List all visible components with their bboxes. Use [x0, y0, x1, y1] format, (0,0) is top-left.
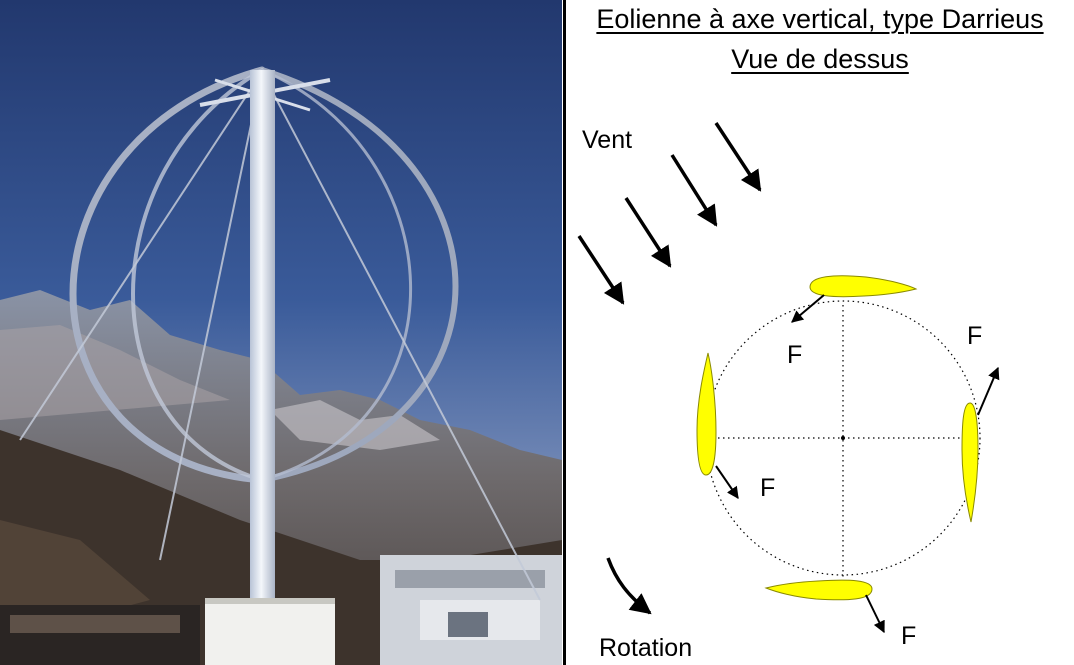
wind-arrow [714, 122, 762, 192]
rotor-center [841, 436, 845, 440]
turbine-base [205, 598, 335, 665]
wind-arrow [670, 154, 718, 227]
turbine-blades [69, 66, 459, 484]
turbine-mast [250, 70, 275, 610]
panel-divider [563, 0, 566, 665]
wind-arrow [624, 197, 672, 268]
rotation-label: Rotation [599, 634, 693, 662]
force-arrows [715, 294, 1000, 634]
rotation-arrow [606, 557, 652, 615]
darrieus-top-view-diagram: Eolienne à axe vertical, type Darrieus V… [566, 0, 1074, 665]
force-arrow-top [791, 294, 825, 323]
force-arrow-bottom [865, 594, 885, 634]
guy-cables [19, 71, 541, 601]
force-label-right: F [967, 322, 983, 350]
force-arrow-right [977, 366, 1000, 416]
force-label-left: F [760, 474, 776, 502]
blade-left [696, 352, 717, 476]
force-label-top: F [787, 341, 803, 369]
turbine-photo [0, 0, 562, 665]
wind-label: Vent [582, 126, 633, 154]
blade-top [809, 275, 918, 298]
wind-arrow [577, 235, 625, 305]
diagram-subtitle: Vue de dessus [731, 44, 909, 74]
wind-arrows [577, 122, 762, 305]
blade-bottom [764, 579, 873, 601]
blades [696, 275, 979, 601]
blade-right [961, 402, 979, 523]
force-arrow-left [715, 465, 739, 499]
diagram-title: Eolienne à axe vertical, type Darrieus [596, 4, 1044, 34]
force-label-bottom: F [901, 622, 917, 650]
